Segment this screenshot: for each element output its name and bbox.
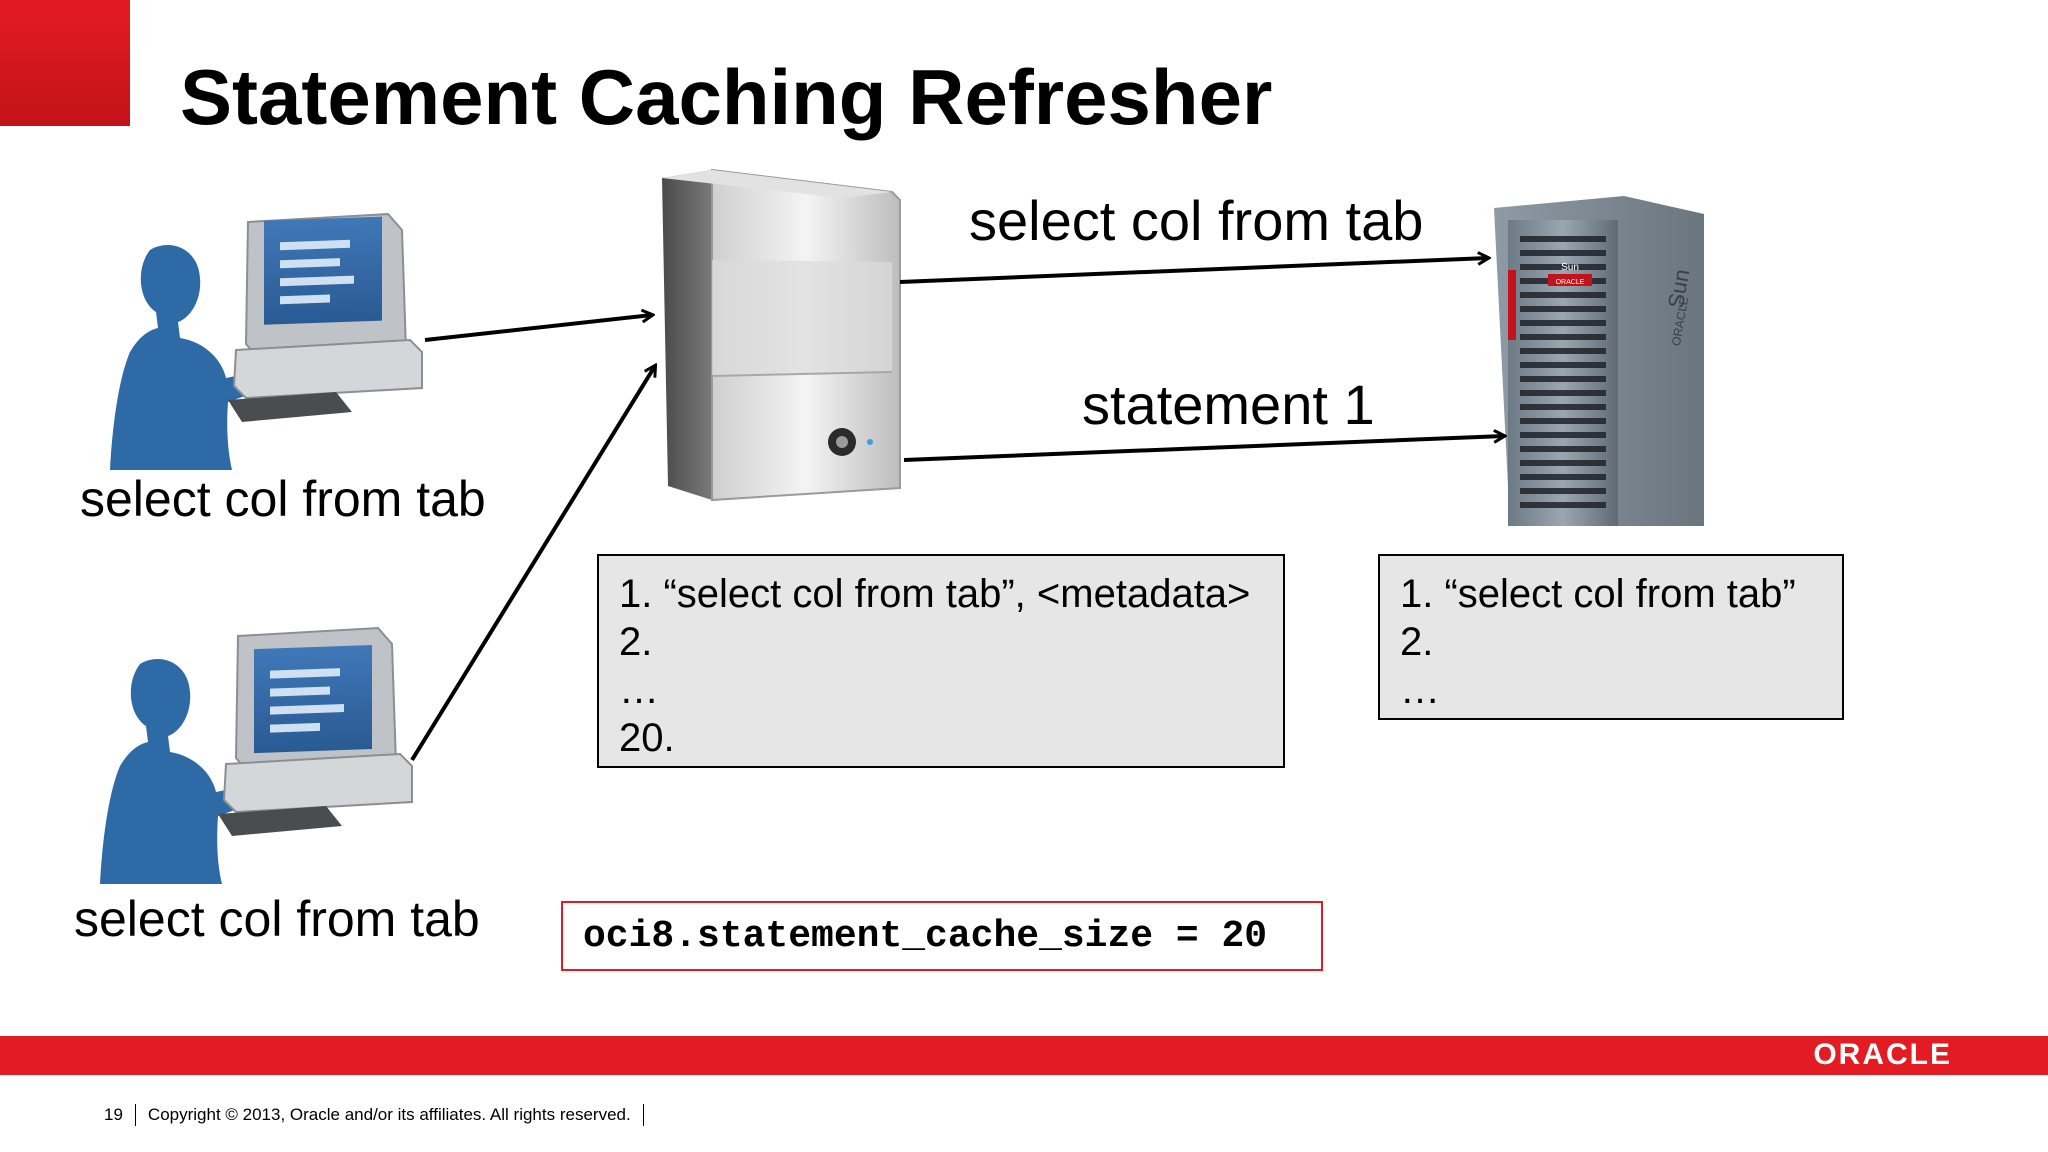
keyboard-icon [228, 392, 352, 422]
arrow-client2-to-appserver [410, 366, 655, 762]
client-cache-line: … [619, 668, 659, 712]
footer-divider [134, 1104, 136, 1126]
person-icon [100, 659, 252, 884]
server-statement-cache-box: 1. “select col from tab” 2. … [1378, 554, 1844, 720]
rack-sun-badge: Sun [1561, 262, 1579, 273]
database-server-rack: Sun ORACLE Sun ORACLE [1494, 196, 1704, 526]
config-setting-box: oci8.statement_cache_size = 20 [561, 901, 1323, 971]
server-cache-line: 1. “select col from tab” [1400, 572, 1796, 616]
person-icon [110, 245, 262, 470]
client-1-label: select col from tab [80, 471, 486, 527]
client-cache-line: 2. [619, 620, 653, 664]
slide-footer: 19 Copyright © 2013, Oracle and/or its a… [104, 1104, 656, 1126]
client-cache-line: 1. “select col from tab”, <metadata> [619, 572, 1251, 616]
client-statement-cache-box: 1. “select col from tab”, <metadata> 2. … [597, 554, 1285, 768]
footer-red-bar: ORACLE [0, 1036, 2048, 1075]
arrow-client1-to-appserver [424, 315, 652, 342]
rack-red-strip [1508, 270, 1516, 340]
rack-oracle-badge: ORACLE [1556, 279, 1585, 286]
server-cache-line: … [1400, 668, 1440, 712]
footer-divider [642, 1104, 644, 1126]
client-workstation-1 [110, 212, 423, 470]
keyboard-icon [218, 806, 342, 836]
client-workstation-2 [100, 626, 413, 884]
page-number: 19 [104, 1105, 123, 1124]
client-cache-line: 20. [619, 716, 675, 760]
query-arrow-label: select col from tab [969, 189, 1424, 252]
server-cache-line: 2. [1400, 620, 1434, 664]
arrow-appserver-to-db-query [899, 258, 1488, 284]
copyright-text: Copyright © 2013, Oracle and/or its affi… [147, 1105, 631, 1124]
oracle-logo: ORACLE [1813, 1038, 1952, 1071]
desktop-case-icon [232, 338, 423, 400]
client-2-label: select col from tab [74, 891, 480, 947]
corner-accent [0, 0, 130, 126]
arrow-appserver-to-db-statement [903, 436, 1504, 462]
statement-arrow-label: statement 1 [1082, 373, 1375, 436]
config-setting-text: oci8.statement_cache_size = 20 [583, 914, 1268, 958]
app-server-tower [662, 168, 901, 502]
desktop-case-icon [222, 752, 413, 814]
slide-title: Statement Caching Refresher [180, 53, 1273, 141]
